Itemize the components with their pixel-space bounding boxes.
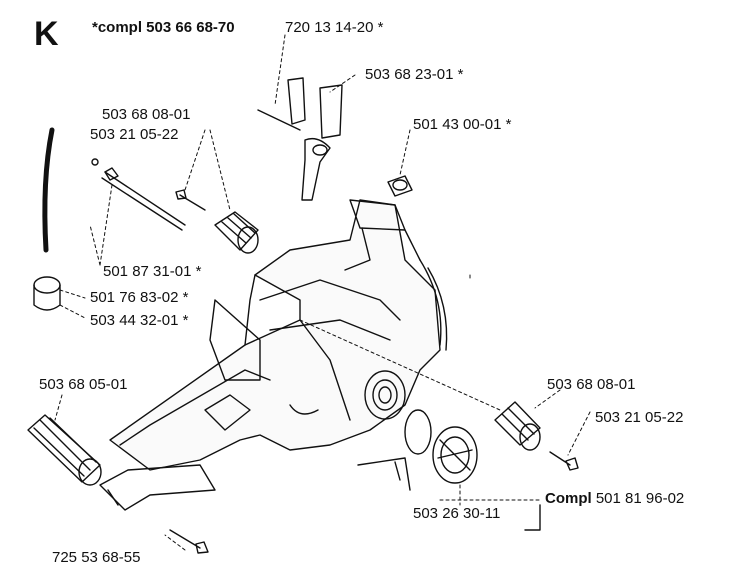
oil-pump	[432, 426, 478, 484]
bearing-bore	[364, 370, 406, 420]
compl-bracket	[524, 504, 541, 531]
part-label-501430001: 501 43 00-01 *	[413, 116, 512, 133]
screw-right	[549, 451, 579, 471]
part-label-503680801-right: 503 68 08-01	[547, 376, 636, 393]
grommet-part	[33, 276, 61, 311]
section-letter: K	[34, 15, 59, 53]
wire-clip	[357, 457, 411, 491]
crankcase-housing	[109, 199, 448, 471]
part-label-503210522-top: 503 21 05-22	[90, 126, 179, 143]
part-label-720131420: 720 13 14-20 *	[285, 19, 384, 36]
screw-bottom	[169, 529, 209, 554]
part-label-503263011: 503 26 30-11	[413, 505, 501, 522]
assembly-title: *compl 503 66 68-70	[92, 19, 235, 36]
handle-bracket	[99, 464, 216, 511]
compl-label: Compl 501 81 96-02	[545, 491, 684, 506]
screw-top	[175, 189, 206, 211]
av-spring-right	[494, 401, 541, 451]
part-label-725536855: 725 53 68-55	[52, 549, 141, 566]
wire-curve	[42, 127, 55, 253]
long-rod-part	[91, 158, 186, 231]
part-label-503680501: 503 68 05-01	[39, 376, 128, 393]
part-label-503210522-right: 503 21 05-22	[595, 409, 684, 426]
seal-disc	[404, 409, 432, 455]
compl-number: 501 81 96-02	[595, 490, 685, 507]
throttle-parts	[257, 77, 343, 201]
part-label-503443201: 503 44 32-01 *	[90, 312, 189, 329]
av-spring-top	[214, 211, 259, 254]
leader-lines	[54, 34, 591, 551]
part-label-503682301: 503 68 23-01 *	[365, 66, 464, 83]
compl-prefix: Compl	[545, 490, 592, 507]
part-label-501768302: 501 76 83-02 *	[90, 289, 189, 306]
cap-part	[387, 175, 413, 197]
part-label-501873101: 501 87 31-01 *	[103, 263, 202, 280]
part-label-503680801-top: 503 68 08-01	[102, 106, 191, 123]
av-spring-left	[27, 414, 102, 486]
